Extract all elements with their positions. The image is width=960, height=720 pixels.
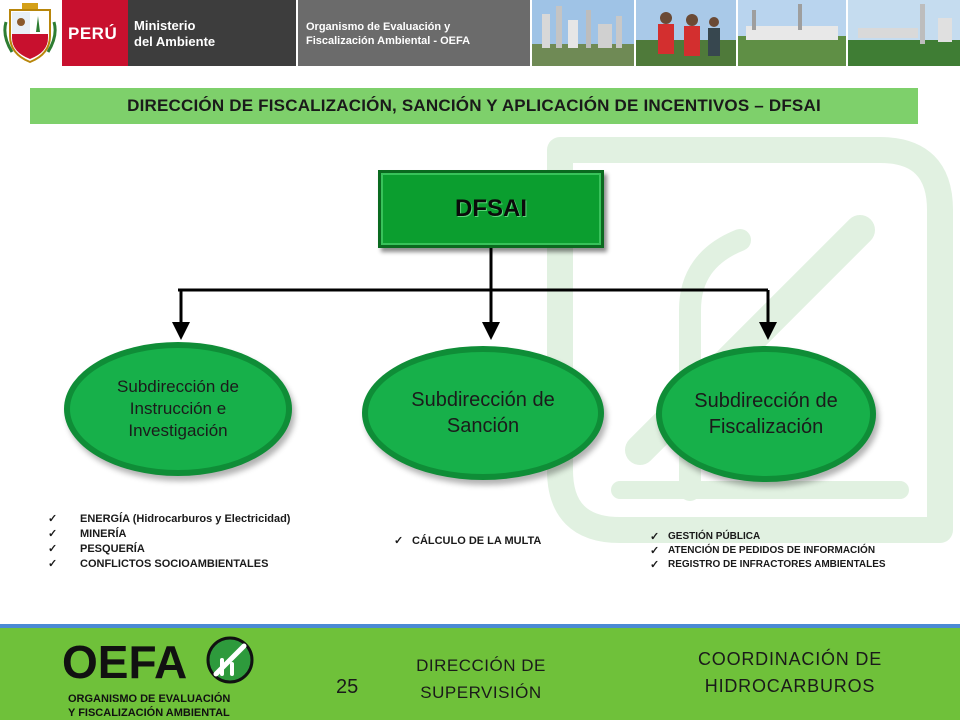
leaf-icon bbox=[206, 636, 254, 684]
sancion-duties-list: ✓CÁLCULO DE LA MULTA bbox=[394, 534, 541, 549]
inspectors-photo bbox=[636, 0, 736, 66]
org-root-node: DFSAI bbox=[378, 170, 604, 248]
org-root-label: DFSAI bbox=[455, 195, 527, 222]
org-node-sancion: Subdirección de Sanción bbox=[368, 352, 598, 474]
list-item: ✓MINERÍA bbox=[48, 528, 127, 540]
org-node-fiscalizacion: Subdirección de Fiscalización bbox=[662, 352, 870, 476]
header-bar: PERÚ Ministerio del Ambiente Organismo d… bbox=[0, 0, 960, 68]
agency-brand-block bbox=[298, 0, 530, 66]
section-title-banner: DIRECCIÓN DE FISCALIZACIÓN, SANCIÓN Y AP… bbox=[30, 88, 918, 124]
list-item: ✓PESQUERÍA bbox=[48, 543, 145, 555]
department-label: DIRECCIÓN DE SUPERVISIÓN bbox=[416, 656, 546, 702]
list-item: ✓REGISTRO DE INFRACTORES AMBIENTALES bbox=[650, 559, 886, 571]
org-node-label: Subdirección de Instrucción e Investigac… bbox=[117, 376, 239, 441]
oefa-logo: OEFA ORGANISMO DE EVALUACIÓN Y FISCALIZA… bbox=[62, 636, 254, 719]
footer-divider bbox=[0, 624, 960, 628]
peru-brand-block bbox=[62, 0, 128, 66]
arrow-down-icon bbox=[759, 322, 777, 340]
list-item: ✓ENERGÍA (Hidrocarburos y Electricidad) bbox=[48, 513, 291, 525]
arrow-down-icon bbox=[172, 322, 190, 340]
org-node-label: Subdirección de Fiscalización bbox=[694, 390, 838, 438]
check-icon: ✓ bbox=[650, 545, 660, 557]
coordination-label: COORDINACIÓN DE HIDROCARBUROS bbox=[697, 649, 882, 696]
pipeline-photo bbox=[848, 0, 960, 66]
fiscalizacion-duties-list: ✓GESTIÓN PÚBLICA ✓ATENCIÓN DE PEDIDOS DE… bbox=[650, 530, 886, 572]
check-icon: ✓ bbox=[48, 543, 58, 555]
page-number: 25 bbox=[336, 676, 359, 698]
logo-wordmark: OEFA bbox=[62, 636, 187, 688]
list-item: ✓GESTIÓN PÚBLICA bbox=[650, 531, 761, 543]
check-icon: ✓ bbox=[48, 528, 58, 540]
footer-bar bbox=[0, 628, 960, 720]
list-item: ✓CONFLICTOS SOCIOAMBIENTALES bbox=[48, 558, 269, 570]
ministry-brand-block bbox=[128, 0, 296, 66]
arrow-down-icon bbox=[482, 322, 500, 340]
org-node-label: Subdirección de Sanción bbox=[411, 389, 555, 437]
logo-subtitle-line1: ORGANISMO DE EVALUACIÓN bbox=[68, 692, 230, 705]
agency-label: Organismo de Evaluación y Fiscalización … bbox=[306, 21, 471, 47]
plant-photo bbox=[738, 0, 846, 66]
list-item: ✓ATENCIÓN DE PEDIDOS DE INFORMACIÓN bbox=[650, 545, 876, 557]
check-icon: ✓ bbox=[48, 558, 58, 570]
coat-of-arms-icon bbox=[3, 3, 57, 64]
check-icon: ✓ bbox=[394, 535, 404, 547]
list-item: ✓CÁLCULO DE LA MULTA bbox=[394, 535, 542, 547]
section-title: DIRECCIÓN DE FISCALIZACIÓN, SANCIÓN Y AP… bbox=[127, 96, 821, 115]
country-label: PERÚ bbox=[68, 24, 118, 43]
refinery-photo bbox=[532, 0, 634, 66]
org-node-instruccion: Subdirección de Instrucción e Investigac… bbox=[70, 348, 286, 470]
instruccion-duties-list: ✓ENERGÍA (Hidrocarburos y Electricidad) … bbox=[48, 512, 290, 572]
check-icon: ✓ bbox=[650, 559, 660, 571]
logo-subtitle-line2: Y FISCALIZACIÓN AMBIENTAL bbox=[68, 706, 230, 719]
check-icon: ✓ bbox=[650, 531, 660, 543]
check-icon: ✓ bbox=[48, 513, 58, 525]
ministry-label: Ministerio del Ambiente bbox=[134, 18, 216, 49]
